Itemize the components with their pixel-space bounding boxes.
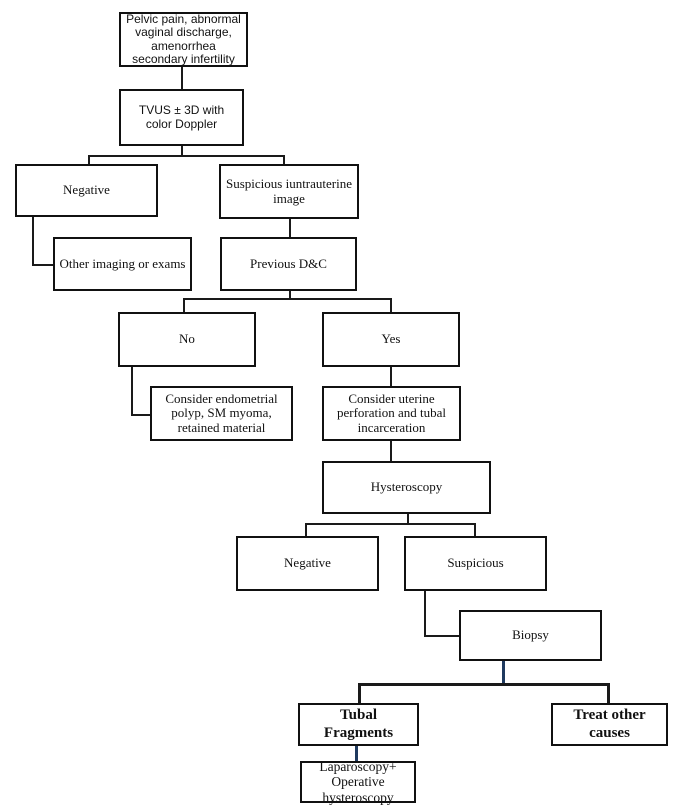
connector — [181, 145, 183, 157]
connector — [390, 366, 392, 386]
negative-text: Negative — [63, 182, 110, 198]
previous-dc-text: Previous D&C — [250, 255, 327, 271]
connector — [32, 216, 34, 266]
connector — [607, 683, 610, 704]
yes-box: Yes — [322, 312, 460, 367]
connector — [502, 660, 505, 685]
connector — [358, 683, 610, 686]
connector — [390, 440, 392, 462]
connector — [424, 635, 460, 637]
biopsy-text: Biopsy — [512, 627, 549, 643]
tubal-fragments-box: Tubal Fragments — [298, 703, 419, 746]
consider-polyp-text: Consider endometrial polyp, SM myoma, re… — [165, 390, 278, 435]
connector — [131, 366, 133, 416]
negative-box: Negative — [15, 164, 158, 217]
connector — [358, 683, 361, 704]
other-imaging-text: Other imaging or exams — [59, 255, 186, 271]
treat-other-text: Treat other causes — [573, 707, 646, 741]
negative-hysteroscopy-text: Negative — [284, 555, 331, 571]
connector — [183, 298, 392, 300]
connector — [407, 513, 409, 525]
negative-hysteroscopy-box: Negative — [236, 536, 379, 591]
connector — [355, 745, 358, 762]
connector — [283, 155, 285, 165]
connector — [305, 523, 476, 525]
laparoscopy-text: Laparoscopy+ Operative hysteroscopy — [319, 759, 397, 805]
suspicious-box: Suspicious — [404, 536, 547, 591]
tvus-box: TVUS ± 3D with color Doppler — [119, 89, 244, 146]
start-symptoms-box: Pelvic pain, abnormal vaginal discharge,… — [119, 12, 248, 67]
tubal-fragments-text: Tubal Fragments — [323, 707, 394, 741]
laparoscopy-box: Laparoscopy+ Operative hysteroscopy — [300, 759, 416, 805]
connector — [305, 523, 307, 537]
suspicious-text: Suspicious — [447, 555, 504, 571]
biopsy-box: Biopsy — [459, 610, 602, 661]
connector — [32, 264, 54, 266]
suspicious-image-box: Suspicious iuntrauterine image — [219, 164, 359, 219]
previous-dc-box: Previous D&C — [220, 237, 357, 291]
connector — [424, 590, 426, 637]
connector — [474, 523, 476, 537]
treat-other-box: Treat other causes — [551, 703, 668, 746]
hysteroscopy-box: Hysteroscopy — [322, 461, 491, 514]
start-symptoms-text: Pelvic pain, abnormal vaginal discharge,… — [126, 12, 241, 66]
consider-polyp-box: Consider endometrial polyp, SM myoma, re… — [150, 386, 293, 441]
connector — [289, 218, 291, 238]
other-imaging-box: Other imaging or exams — [53, 237, 192, 291]
suspicious-image-text: Suspicious iuntrauterine image — [225, 175, 352, 206]
tvus-text: TVUS ± 3D with color Doppler — [138, 103, 225, 131]
connector — [88, 155, 90, 165]
connector — [183, 298, 185, 313]
connector — [181, 66, 183, 89]
consider-perforation-text: Consider uterine perforation and tubal i… — [336, 390, 446, 435]
connector — [390, 298, 392, 313]
hysteroscopy-text: Hysteroscopy — [370, 479, 443, 495]
consider-perforation-box: Consider uterine perforation and tubal i… — [322, 386, 461, 441]
connector — [131, 414, 151, 416]
connector — [88, 155, 285, 157]
yes-text: Yes — [381, 331, 401, 347]
no-box: No — [118, 312, 256, 367]
no-text: No — [179, 331, 195, 347]
connector — [289, 290, 291, 299]
